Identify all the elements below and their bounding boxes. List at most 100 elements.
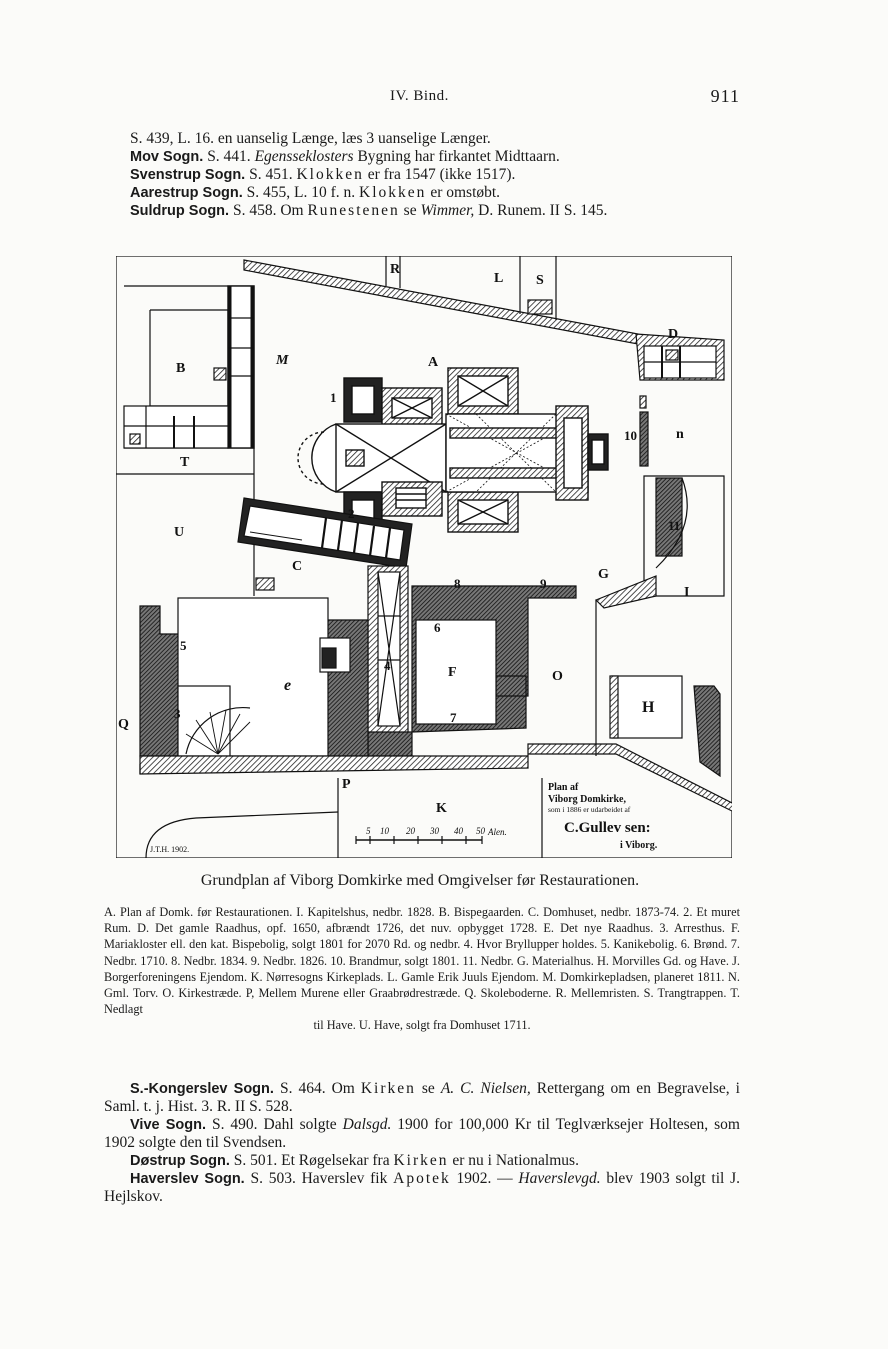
label-u: U [174,525,184,540]
num-2: 2 [348,506,355,521]
floor-plan: R L S D B M A n T U C G I F O H e Q P K … [116,256,732,858]
label-m: M [275,353,289,368]
num-4: 4 [384,658,391,673]
top-line-1: S. 439, L. 16. en uanselig Længe, læs 3 … [130,130,750,148]
label-k: K [436,801,447,816]
top-line-5: Suldrup Sogn. S. 458. Om Runestenen se W… [130,202,750,220]
bottom-para-1-part: S.-Kongerslev Sogn. [130,1081,274,1097]
num-3: 3 [174,706,181,721]
top-line-2-part: S. 441. [203,148,255,165]
top-line-2-part: Egensseklosters [254,148,354,165]
bottom-para-1-part: Rettergang om en Begravelse, i Saml. t. … [104,1080,740,1115]
scale-tick-50: 50 [476,826,486,836]
corrections-top: S. 439, L. 16. en uanselig Længe, læs 3 … [130,130,750,220]
label-d: D [668,327,678,342]
bottom-para-4-part: Apotek [393,1170,451,1187]
label-s: S [536,273,544,288]
bottom-para-1-part: Kirken [360,1080,416,1097]
num-8: 8 [454,576,461,591]
top-line-5-part: S. 458. Om [229,202,308,219]
label-c: C [292,559,302,574]
legend-text-last: til Have. U. Have, solgt fra Domhuset 17… [313,1018,531,1033]
bottom-para-4-part: Haverslevgd. [518,1170,601,1187]
label-n: n [676,427,684,442]
num-5: 5 [180,638,187,653]
bottom-para-3-part: S. 501. Et Røgelsekar fra [229,1152,394,1169]
scale-tick-30: 30 [429,826,440,836]
figure-legend: A. Plan af Domk. før Restaurationen. I. … [104,904,740,1034]
bottom-para-3: Døstrup Sogn. S. 501. Et Røgelsekar fra … [104,1152,740,1170]
label-b: B [176,361,185,376]
bottom-para-2-part: Dalsgd. [342,1116,392,1133]
top-line-3-part: er fra 1547 (ikke 1517). [363,166,516,183]
page-number: 911 [710,86,740,106]
bottom-para-4-part: S. 503. Haverslev fik [244,1170,394,1187]
stamp-line-3: som i 1886 er udarbeidet af [548,805,631,814]
bottom-para-2-part: Vive Sogn. [130,1117,206,1133]
label-f: F [448,665,457,680]
bottom-para-4-part: blev 1903 solgt til J. Hejlskov. [104,1170,741,1205]
num-10: 10 [624,428,637,443]
corrections-bottom: S.-Kongerslev Sogn. S. 464. Om Kirken se… [104,1080,740,1206]
stamp-line-4: C.Gullev sen: [564,820,651,836]
bottom-para-3-part: Døstrup Sogn. [130,1153,230,1169]
label-o: O [552,669,563,684]
top-line-4: Aarestrup Sogn. S. 455, L. 10 f. n. Klok… [130,184,750,202]
bottom-para-1-part: A. C. Nielsen, [440,1080,531,1097]
scale-tick-5: 5 [366,826,371,836]
top-line-1-part: S. 439, L. 16. en uanselig Længe, læs 3 … [130,130,491,147]
label-r: R [390,262,401,277]
running-header: IV. Bind. 911 [100,86,740,112]
bottom-para-2-part: 1900 for 100,000 Kr til Teglværksejer Ho… [104,1116,740,1151]
label-e: e [284,677,291,694]
stamp-line-1: Plan af [548,782,579,793]
top-line-2-part: Mov Sogn. [130,149,204,165]
num-11: 11 [668,518,680,533]
num-9: 9 [540,576,547,591]
top-line-4-part: Aarestrup Sogn. [130,185,243,201]
stamp-line-2: Viborg Domkirke, [548,794,626,805]
top-line-5-part: Suldrup Sogn. [130,203,230,219]
bottom-para-3-part: er nu i Nationalmus. [448,1152,579,1169]
top-line-3-part: S. 451. [245,166,297,183]
label-h: H [642,699,655,716]
label-t: T [180,455,190,470]
num-6: 6 [434,620,441,635]
label-a: A [428,355,439,370]
scale-tick-20: 20 [406,826,416,836]
bottom-para-3-part: Kirken [393,1152,449,1169]
top-line-5-part: Wimmer, [420,202,475,219]
volume-label: IV. Bind. [390,88,449,104]
top-line-2-part: Bygning har firkantet Midttaarn. [353,148,560,165]
bottom-para-2: Vive Sogn. S. 490. Dahl solgte Dalsgd. 1… [104,1116,740,1152]
top-line-4-part: S. 455, L. 10 f. n. [242,184,360,201]
figure-caption: Grundplan af Viborg Domkirke med Omgivel… [200,872,640,889]
bottom-para-4-part: Haverslev Sogn. [130,1171,245,1187]
top-line-5-part: Runestenen [307,202,400,219]
scale-tick-40: 40 [454,826,464,836]
stamp-line-5: i Viborg. [620,840,658,851]
label-p: P [342,777,351,792]
top-line-4-part: er omstøbt. [426,184,501,201]
north-wall-strip [243,259,639,345]
num-1: 1 [330,390,337,405]
bottom-para-1: S.-Kongerslev Sogn. S. 464. Om Kirken se… [104,1080,740,1116]
num-7: 7 [450,710,457,725]
legend-text: A. Plan af Domk. før Restaurationen. I. … [104,905,740,1017]
bottom-para-2-part: S. 490. Dahl solgte [205,1116,343,1133]
top-line-3-part: Klokken [296,166,364,183]
label-l: L [494,271,503,286]
top-line-5-part: se [399,202,421,219]
bottom-para-1-part: se [415,1080,441,1097]
label-g: G [598,567,609,582]
bottom-para-4-part: 1902. — [450,1170,519,1187]
top-line-3-part: Svenstrup Sogn. [130,167,246,183]
bottom-para-1-part: S. 464. Om [273,1080,361,1097]
plan-signature: J.T.H. 1902. [150,845,189,854]
label-i: I [684,585,689,600]
top-line-4-part: Klokken [359,184,427,201]
top-line-3: Svenstrup Sogn. S. 451. Klokken er fra 1… [130,166,750,184]
top-line-5-part: D. Runem. II S. 145. [474,202,608,219]
label-q: Q [118,717,129,732]
scale-tick-10: 10 [380,826,390,836]
